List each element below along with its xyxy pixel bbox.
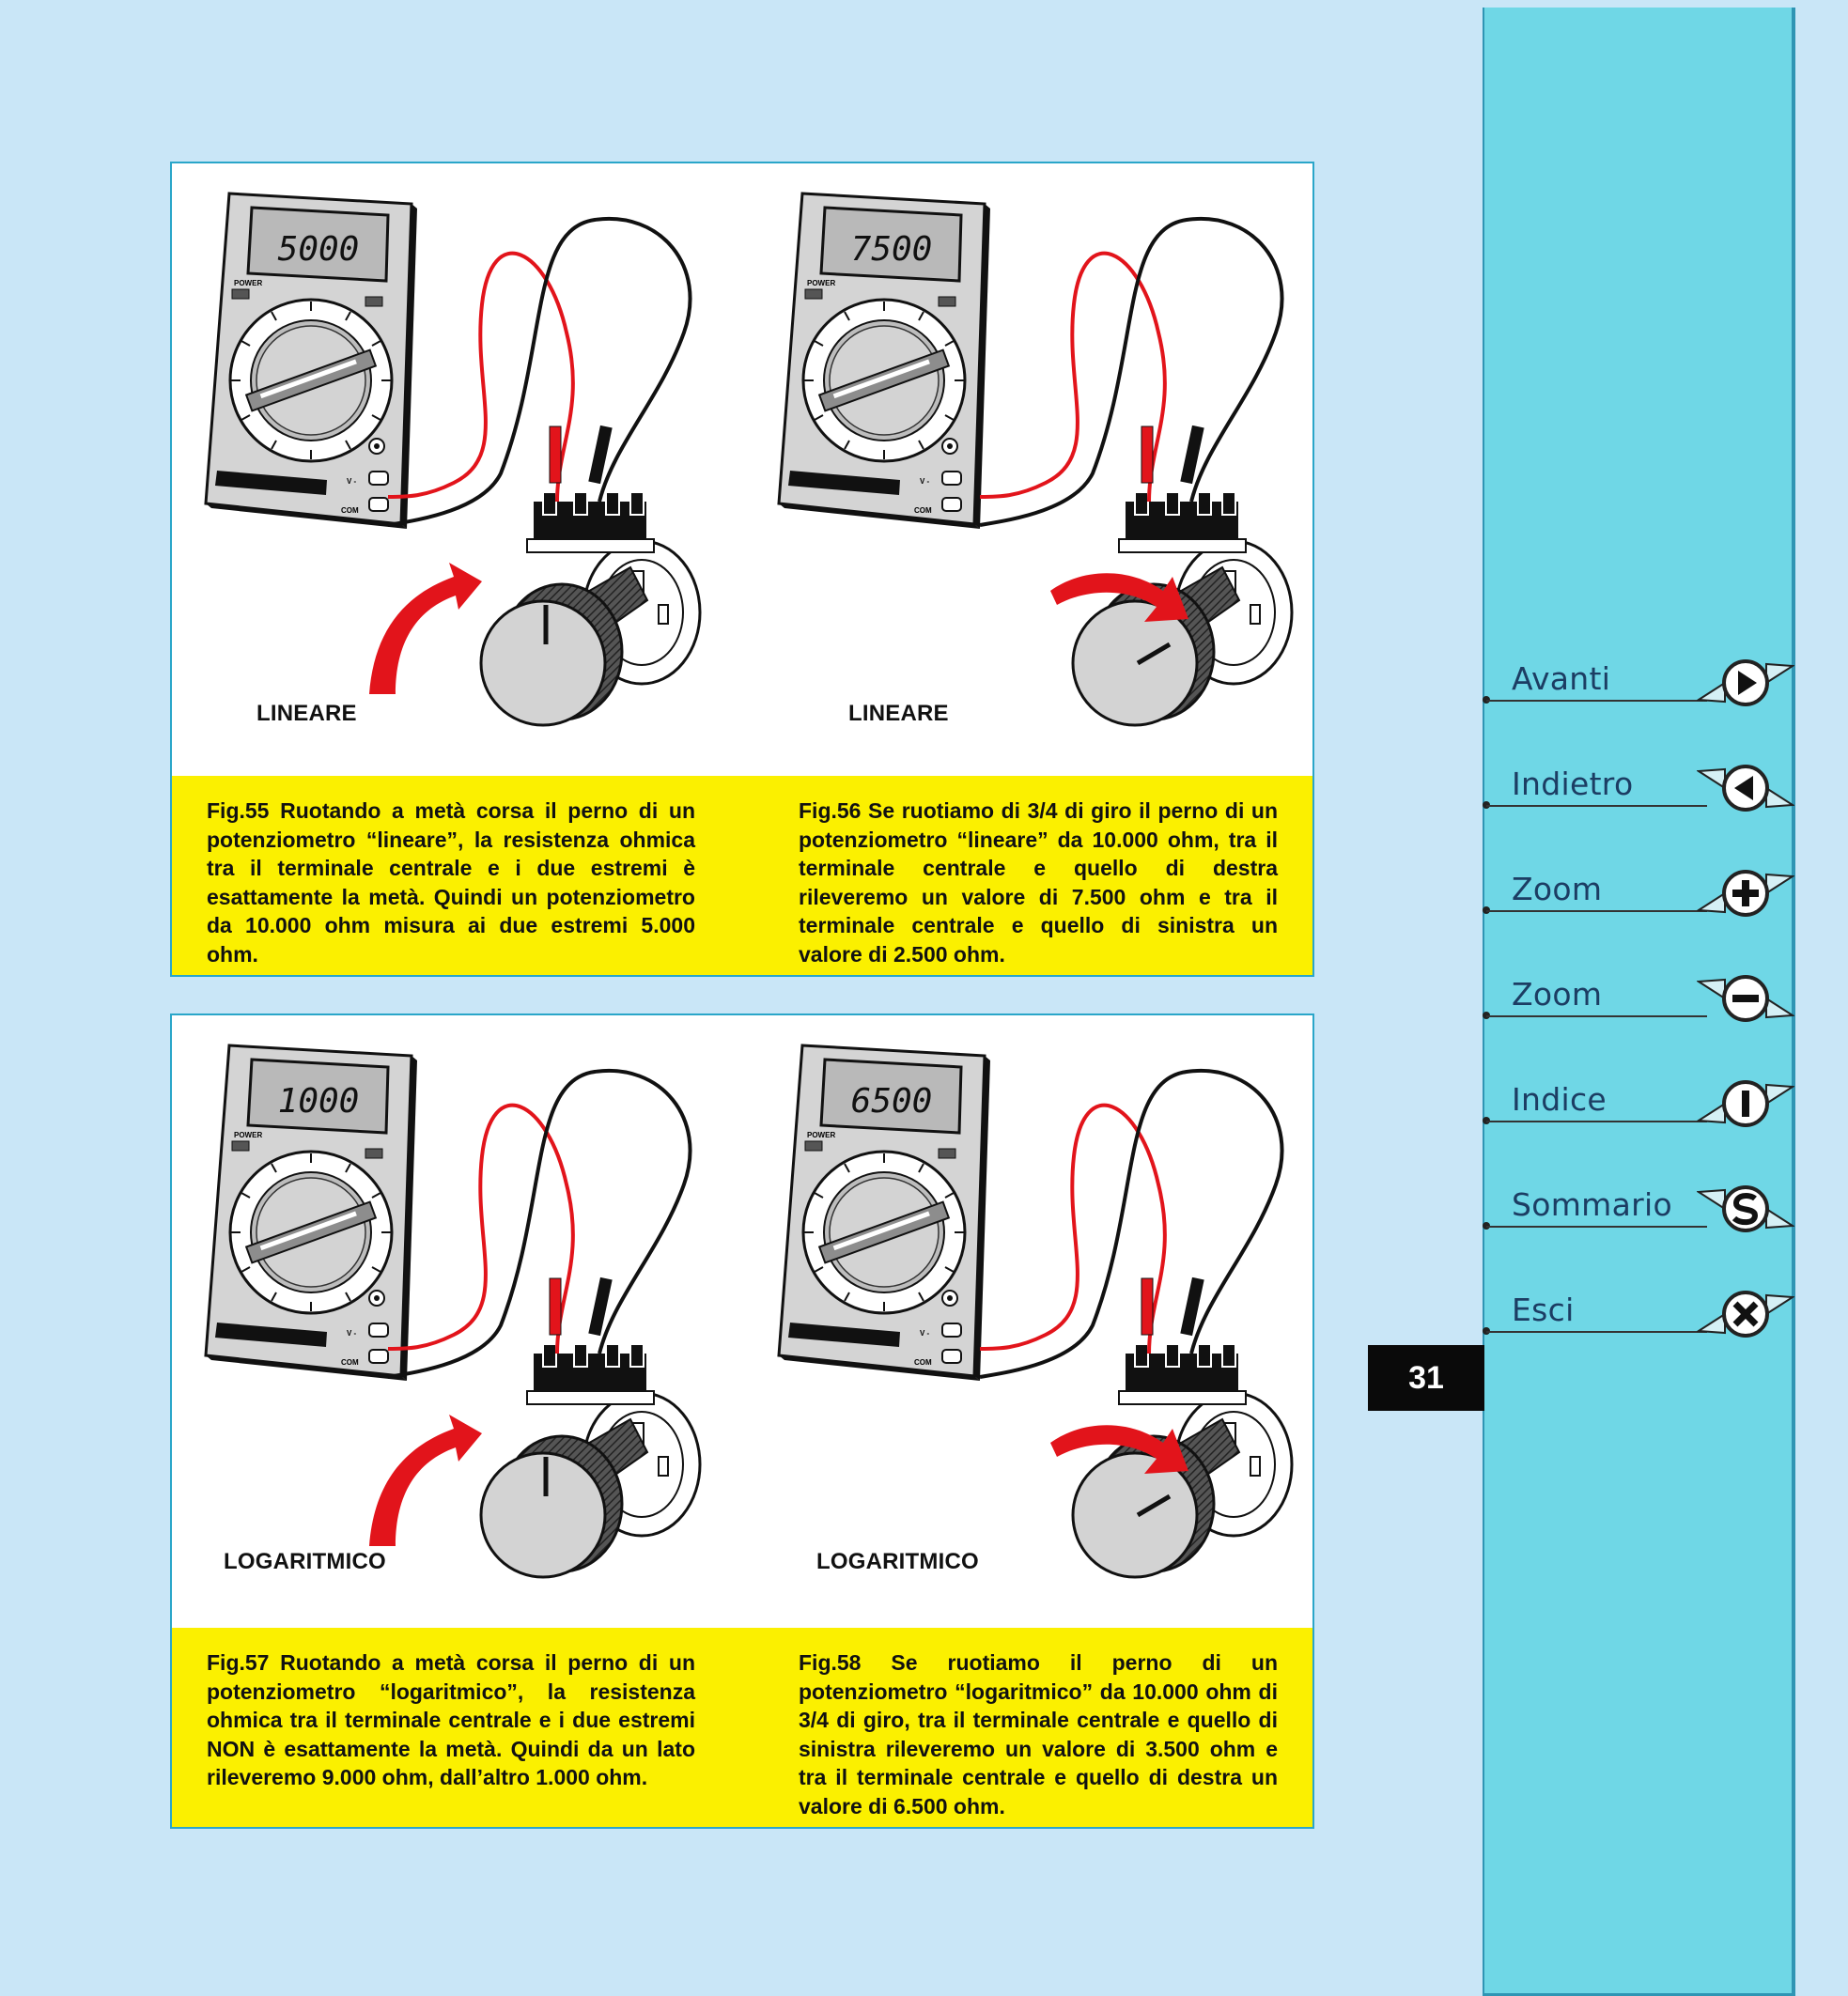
rotation-arrow-icon [1050,573,1188,622]
nav-label-zoom-out: Zoom [1512,976,1603,1013]
caption-band-bottom: Fig.57 Ruotando a metà corsa il perno di… [172,1628,1312,1827]
caption-fig57: Fig.57 Ruotando a metà corsa il perno di… [207,1650,695,1789]
nav-underline [1486,910,1707,912]
meter-display-fig58: 6500 [851,1082,933,1121]
nav-underline [1486,1331,1707,1333]
illustration-row-bottom: 1000 POWER V - COM 6500 POWER V - COM [204,1044,1294,1579]
nav-button-avanti[interactable]: Avanti [1483,653,1802,719]
black-lead [387,216,692,527]
type-label-fig56: LINEARE [848,701,949,726]
svg-text:COM: COM [914,1358,932,1367]
nav-label-esci: Esci [1512,1292,1575,1328]
nav-label-avanti: Avanti [1512,660,1611,697]
zoom-in-icon [1697,870,1794,917]
nav-button-indietro[interactable]: Indietro [1483,758,1802,824]
svg-text:COM: COM [341,506,359,515]
illustration-row-top: 5000 POWER V - COM 7500 PO [204,192,1294,727]
nav-button-zoom-out[interactable]: Zoom [1483,968,1802,1034]
arrow-right-icon [1697,659,1794,706]
nav-underline [1486,1015,1707,1017]
nav-button-zoom-in[interactable]: Zoom [1483,863,1802,929]
potentiometer-fig57 [369,1068,702,1579]
svg-text:POWER: POWER [234,1131,262,1139]
svg-text:COM: COM [914,506,932,515]
figure-panel-top: 5000 POWER V - COM 7500 PO [170,162,1314,977]
type-label-fig55: LINEARE [256,701,357,726]
multimeter-fig55: 5000 POWER V - COM [204,192,419,531]
nav-label-zoom-in: Zoom [1512,871,1603,907]
svg-text:POWER: POWER [807,1131,835,1139]
nav-underline [1486,700,1707,702]
type-label-fig57: LOGARITMICO [224,1549,386,1574]
rotation-arrow-icon [369,563,482,694]
svg-text:V -: V - [920,477,930,486]
figure-panel-bottom: 1000 POWER V - COM 6500 POWER V - COM [170,1013,1314,1829]
meter-display-fig55: 5000 [278,230,360,269]
close-icon [1697,1291,1794,1338]
svg-text:POWER: POWER [234,279,262,287]
nav-button-sommario[interactable]: Sommario [1483,1179,1802,1245]
caption-fig55: Fig.55 Ruotando a metà corsa il perno di… [207,798,695,967]
index-icon [1697,1080,1794,1127]
nav-underline [1486,1121,1707,1122]
nav-underline [1486,805,1707,807]
caption-fig58: Fig.58 Se ruotiamo il perno di un potenz… [799,1650,1278,1818]
rotation-arrow-icon [369,1415,482,1546]
svg-text:COM: COM [341,1358,359,1367]
potentiometer-fig58 [979,1068,1294,1579]
svg-text:V -: V - [347,1329,357,1338]
type-label-fig58: LOGARITMICO [816,1549,979,1574]
nav-label-sommario: Sommario [1512,1186,1672,1223]
red-lead [387,251,575,503]
rotation-arrow-icon [1050,1425,1188,1474]
potentiometer-fig56 [979,216,1294,727]
summary-icon [1697,1185,1794,1232]
nav-underline [1486,1226,1707,1228]
caption-band-top: Fig.55 Ruotando a metà corsa il perno di… [172,776,1312,975]
svg-text:V -: V - [920,1329,930,1338]
arrow-left-icon [1697,765,1794,812]
meter-display-fig57: 1000 [278,1082,360,1121]
page-number: 31 [1368,1345,1484,1411]
zoom-out-icon [1697,975,1794,1022]
sidebar-bottom-divider [1484,1993,1792,1996]
potentiometer-fig55 [369,216,702,727]
svg-text:POWER: POWER [807,279,835,287]
nav-label-indice: Indice [1512,1081,1607,1118]
nav-button-indice[interactable]: Indice [1483,1074,1802,1139]
meter-display-fig56: 7500 [851,230,933,269]
multimeter-fig56: 7500 POWER V - COM [777,192,992,531]
nav-label-indietro: Indietro [1512,766,1634,802]
nav-button-esci[interactable]: Esci [1483,1284,1802,1350]
multimeter-fig57: 1000 POWER V - COM [204,1044,419,1383]
multimeter-fig58: 6500 POWER V - COM [777,1044,992,1383]
svg-text:V -: V - [347,477,357,486]
caption-fig56: Fig.56 Se ruotiamo di 3/4 di giro il per… [799,798,1278,967]
